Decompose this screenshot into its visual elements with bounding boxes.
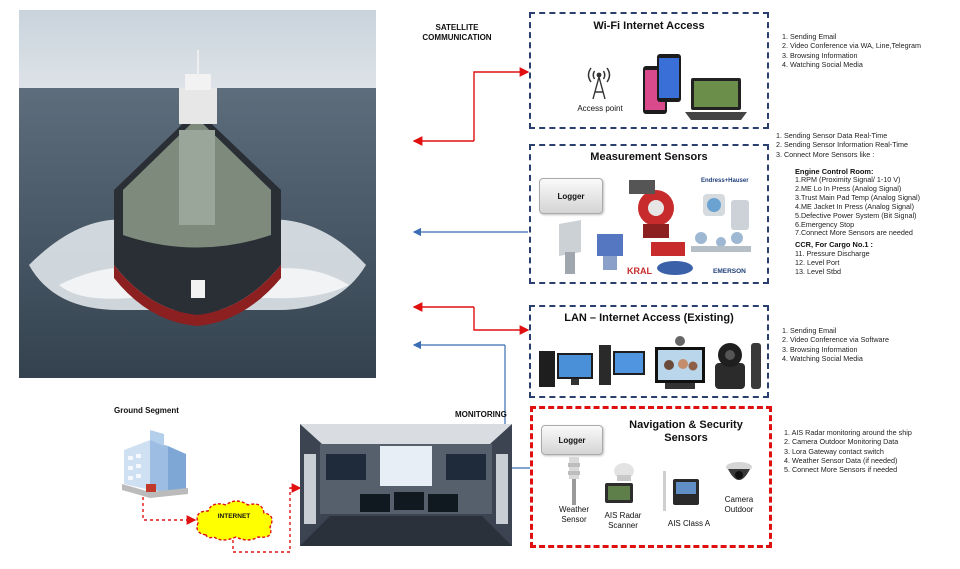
ground-dashed-link bbox=[142, 497, 197, 525]
satellite-label: SATELLITE COMMUNICATION bbox=[412, 23, 502, 43]
engine-item: 2.ME Lo In Press (Analog Signal) bbox=[795, 183, 902, 193]
engine-item: 5.Defective Power System (Bit Signal) bbox=[795, 210, 917, 220]
measurement-list: 1. Sending Sensor Data Real-Time 2. Send… bbox=[776, 131, 908, 159]
smartphone-icon bbox=[641, 52, 683, 118]
ship-photo bbox=[19, 10, 376, 378]
wifi-red-link bbox=[473, 67, 530, 141]
nav-item: 2. Camera Outdoor Monitoring Data bbox=[784, 437, 899, 447]
nav-list: 1. AIS Radar monitoring around the ship … bbox=[784, 428, 912, 474]
measurement-item: 2. Sending Sensor Information Real-Time bbox=[776, 140, 908, 150]
lan-item: 2. Video Conference via Software bbox=[782, 335, 889, 345]
cargo-item: 12. Level Port bbox=[795, 257, 840, 267]
lan-item: 1. Sending Email bbox=[782, 326, 837, 335]
ais-radar-scanner-icon bbox=[603, 461, 637, 507]
nav-item: 3. Lora Gateway contact switch bbox=[784, 446, 884, 456]
laptop-icon bbox=[683, 74, 749, 124]
building-icon bbox=[120, 424, 190, 498]
engine-item: 6.Emergency Stop bbox=[795, 219, 855, 229]
engine-item: 1.RPM (Proximity Signal/ 1-10 V) bbox=[795, 175, 901, 184]
ground-segment-label: Ground Segment bbox=[114, 406, 179, 415]
internet-cloud bbox=[192, 497, 276, 543]
wifi-item: 3. Browsing Information bbox=[782, 50, 858, 60]
engine-item: 3.Trust Main Pad Temp (Analog Signal) bbox=[795, 192, 921, 202]
wifi-item: 1. Sending Email bbox=[782, 32, 837, 41]
measurement-panel: Measurement Sensors Logger bbox=[529, 144, 769, 284]
engine-control-heading: Engine Control Room: bbox=[795, 167, 874, 176]
monitoring-label: MONITORING bbox=[455, 410, 507, 419]
camera-outdoor-label: Camera Outdoor bbox=[724, 495, 754, 514]
lan-item: 4. Watching Social Media bbox=[782, 353, 863, 363]
nav-logger: Logger bbox=[541, 425, 603, 455]
engine-item: 7.Connect More Sensors are needed bbox=[795, 228, 913, 238]
wifi-panel: Wi-Fi Internet Access Access point bbox=[529, 12, 769, 129]
nav-title: Navigation & Security Sensors bbox=[629, 419, 743, 444]
nav-item: 4. Weather Sensor Data (if needed) bbox=[784, 455, 898, 465]
lan-item: 3. Browsing Information bbox=[782, 344, 858, 354]
wifi-item: 2. Video Conference via WA, Line,Telegra… bbox=[782, 41, 922, 51]
brand-kral: KRAL bbox=[627, 266, 652, 276]
measurement-title: Measurement Sensors bbox=[590, 151, 708, 163]
ais-class-a-label: AIS Class A bbox=[667, 519, 711, 528]
engine-item: 4.ME Jacket In Press (Analog Signal) bbox=[795, 201, 915, 211]
wifi-title: Wi-Fi Internet Access bbox=[593, 20, 705, 32]
ais-class-a-icon bbox=[657, 469, 701, 515]
nav-item: 1. AIS Radar monitoring around the ship bbox=[784, 428, 912, 437]
lan-devices-illustration bbox=[537, 333, 765, 395]
cargo-item: 11. Pressure Discharge bbox=[795, 249, 870, 258]
wifi-list: 1. Sending Email 2. Video Conference via… bbox=[782, 32, 921, 69]
access-point-label: Access point bbox=[577, 104, 623, 113]
nav-item: 5. Connect More Sensors if needed bbox=[784, 465, 898, 475]
engine-control-list: 1.RPM (Proximity Signal/ 1-10 V) 2.ME Lo… bbox=[795, 175, 921, 238]
lan-list: 1. Sending Email 2. Video Conference via… bbox=[782, 326, 889, 363]
sensor-devices-illustration bbox=[551, 172, 761, 282]
access-point-icon bbox=[586, 62, 612, 100]
measurement-item: 1. Sending Sensor Data Real-Time bbox=[776, 131, 888, 140]
ais-radar-scanner-label: AIS Radar Scanner bbox=[604, 511, 642, 530]
nav-security-panel: Logger Navigation & Security Sensors bbox=[530, 406, 772, 548]
cargo-item: 13. Level Stbd bbox=[795, 266, 841, 276]
weather-sensor-icon bbox=[567, 457, 581, 505]
satellite-label-line-1: SATELLITE bbox=[435, 23, 479, 32]
satellite-label-line-2: COMMUNICATION bbox=[422, 33, 492, 42]
camera-outdoor-icon bbox=[725, 461, 753, 487]
lan-red-link bbox=[473, 307, 530, 335]
lan-panel: LAN – Internet Access (Existing) bbox=[529, 305, 769, 398]
cargo-list: 11. Pressure Discharge 12. Level Port 13… bbox=[795, 249, 870, 277]
measurement-item: 3. Connect More Sensors like : bbox=[776, 149, 875, 159]
measurement-logger: Logger bbox=[539, 178, 603, 214]
weather-sensor-label: Weather Sensor bbox=[558, 505, 590, 524]
brand-emerson: EMERSON bbox=[713, 268, 746, 275]
lan-title: LAN – Internet Access (Existing) bbox=[564, 312, 734, 324]
brand-endress-hauser: Endress+Hauser bbox=[701, 178, 749, 184]
cargo-heading: CCR, For Cargo No.1 : bbox=[795, 240, 874, 249]
monitoring-room-photo bbox=[300, 424, 512, 546]
wifi-item: 4. Watching Social Media bbox=[782, 59, 863, 69]
internet-label: INTERNET bbox=[217, 513, 251, 520]
